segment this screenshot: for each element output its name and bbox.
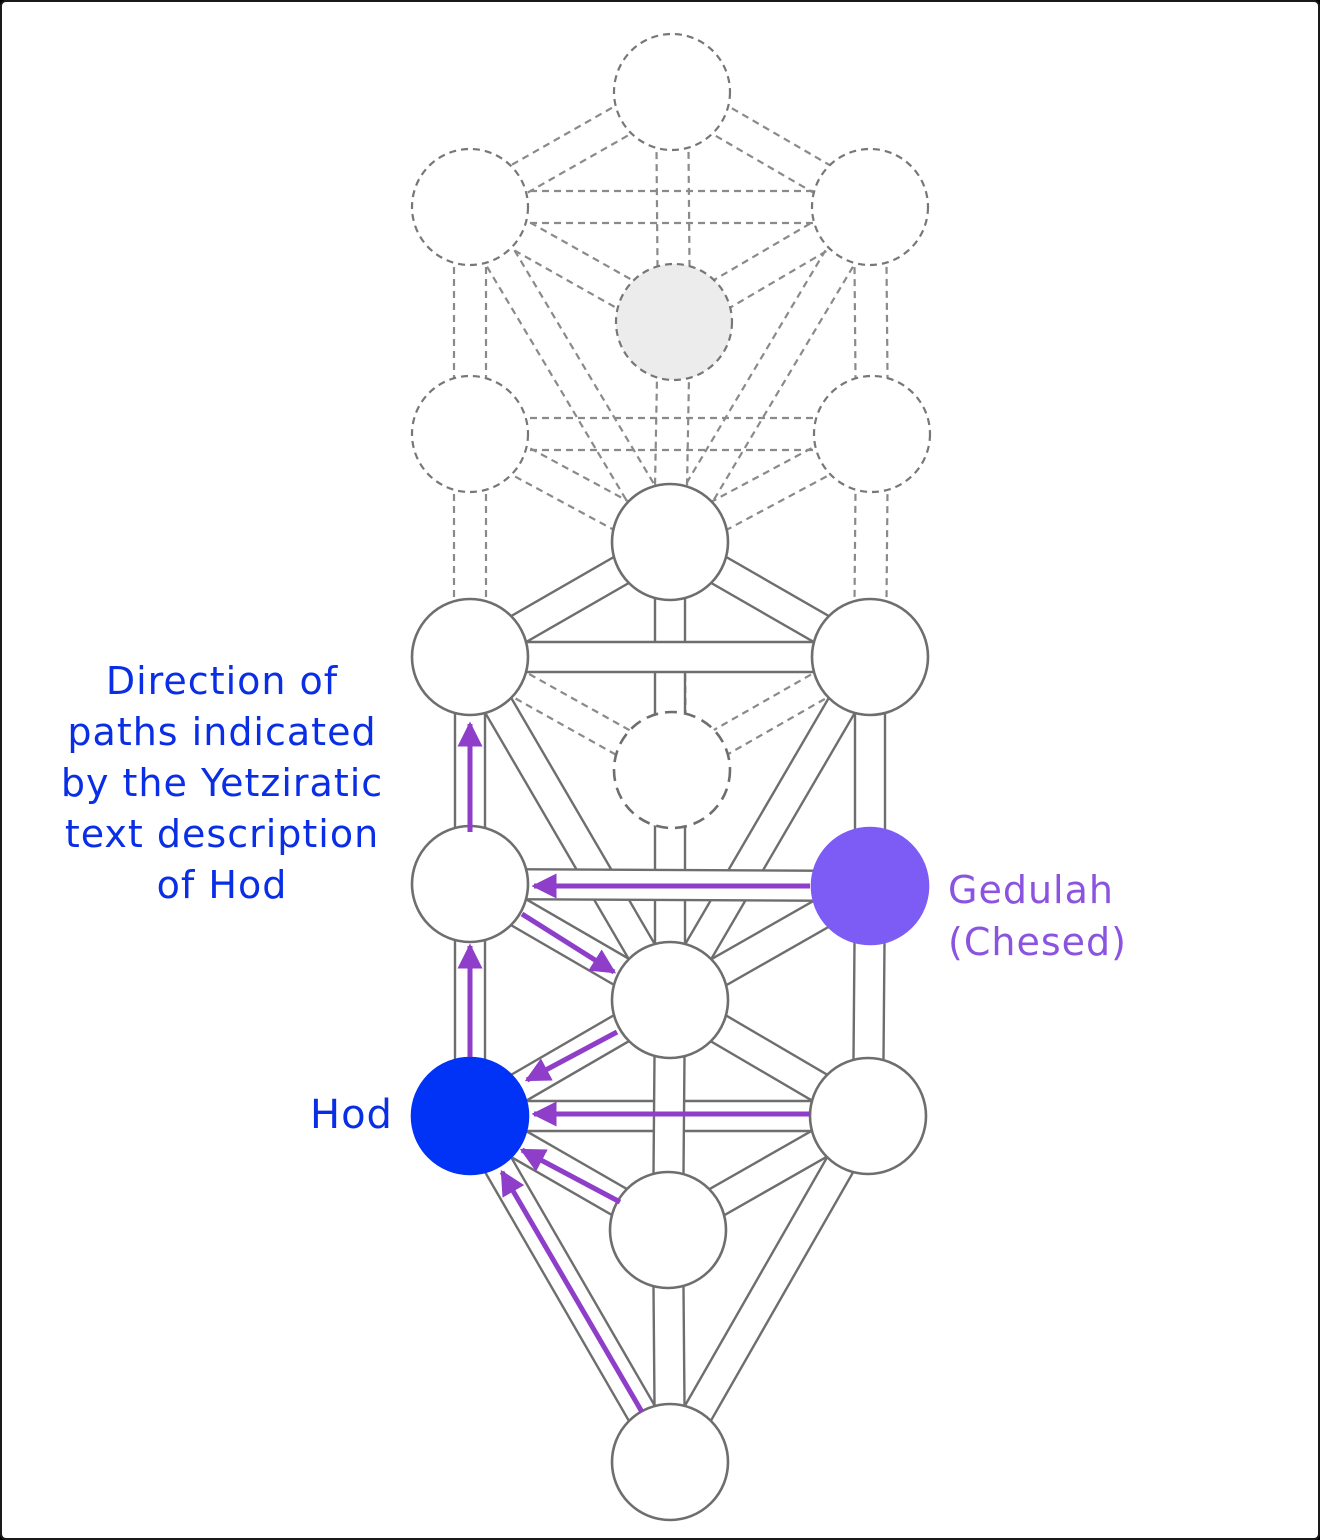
path-edge-line	[656, 648, 859, 994]
path-edge-line	[456, 663, 659, 1009]
gedulah-circle	[810, 826, 930, 946]
sephirah-circle	[810, 597, 930, 717]
daath-circle	[612, 710, 732, 830]
path-edge-line	[681, 1122, 883, 1471]
hod-circle	[410, 1056, 530, 1176]
dashed-path-line	[655, 198, 858, 535]
caption-line: Direction of	[105, 659, 339, 703]
gedulah-label-line: (Chesed)	[948, 920, 1127, 964]
sephirah-circle	[410, 597, 530, 717]
hod-label: Hod	[310, 1092, 393, 1138]
path-band	[657, 649, 883, 1008]
sephirah-circle	[410, 824, 530, 944]
path-edge-line	[481, 648, 684, 994]
upper-sephirah-circle	[614, 262, 734, 382]
caption-line: text description	[64, 812, 380, 856]
path-edge-line	[455, 1122, 659, 1471]
direction-arrow	[519, 1147, 622, 1205]
sephirah-circle	[808, 1056, 928, 1176]
caption-line: of Hod	[156, 863, 288, 907]
upper-sephirah-circle	[810, 147, 930, 267]
upper-sephirah-circle	[812, 374, 932, 494]
path-edge-line	[681, 663, 884, 1009]
path-direction-arrows	[457, 721, 810, 1414]
sephirah-circle	[610, 940, 730, 1060]
lower-tree-sephiroth	[410, 482, 930, 1522]
direction-arrow	[499, 1169, 645, 1414]
upper-sephirah-circle	[410, 374, 530, 494]
diagram-caption: Direction of paths indicated by the Yetz…	[42, 656, 402, 911]
gedulah-label: Gedulah (Chesed)	[948, 864, 1127, 968]
path-band	[656, 1108, 882, 1470]
upper-sephirah-circle	[612, 32, 732, 152]
caption-line: by the Yetziratic	[60, 761, 384, 805]
direction-arrow	[520, 911, 617, 975]
path-edge-line	[655, 1107, 857, 1456]
path-edge-line	[469, 897, 870, 903]
dashed-path-line	[682, 214, 885, 551]
direction-arrow	[524, 1029, 619, 1083]
sephirah-circle	[610, 1402, 730, 1522]
path-edge-line	[481, 1107, 685, 1456]
gedulah-label-line: Gedulah	[948, 868, 1114, 912]
caption-line: paths indicated	[67, 710, 377, 754]
path-band	[470, 642, 870, 672]
dashed-path-line	[482, 198, 685, 535]
upper-sephirah-circle	[410, 147, 530, 267]
sephirah-circle	[608, 1170, 728, 1290]
dashed-path-line	[455, 214, 658, 551]
sephirah-circle	[610, 482, 730, 602]
path-band	[457, 649, 683, 1008]
path-edge-line	[470, 867, 871, 873]
upper-tree-sephiroth	[410, 32, 932, 494]
